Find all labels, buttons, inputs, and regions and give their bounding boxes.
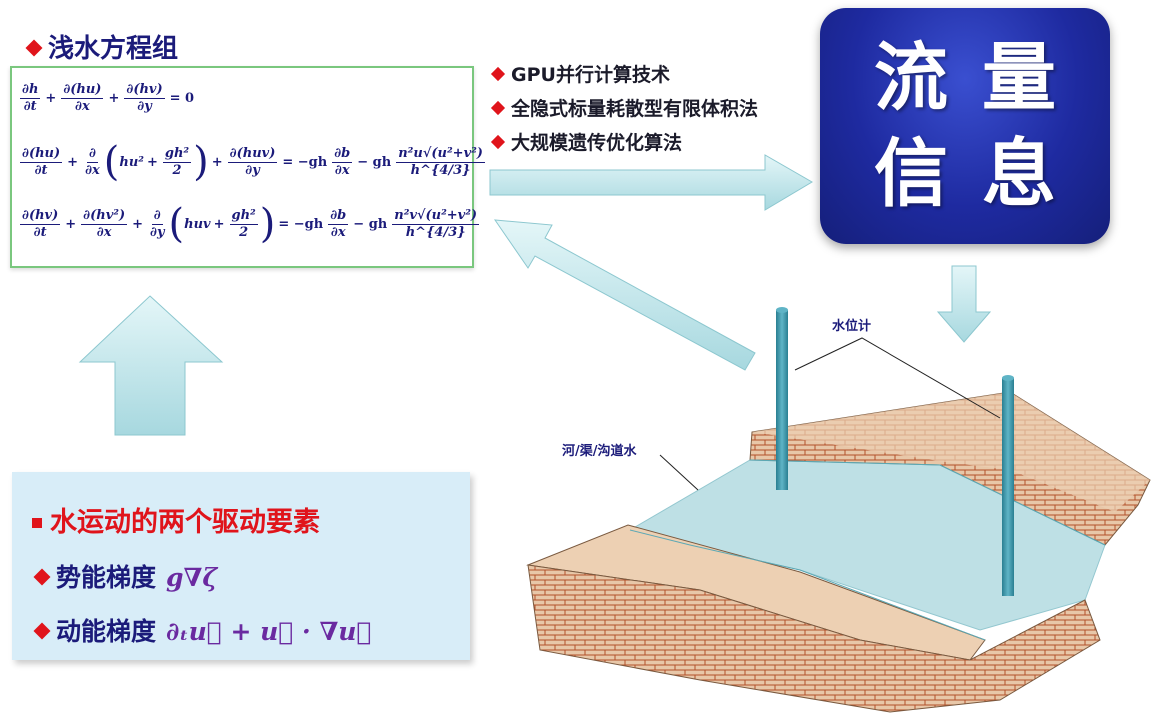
driver-item-formula: ∂ₜu⃗ + u⃗ · ∇u⃗ bbox=[166, 617, 372, 646]
eq-term: n²v√(u²+v²) bbox=[392, 207, 480, 225]
eq-term: ∂(hu) bbox=[20, 145, 63, 163]
square-bullet-icon bbox=[32, 518, 42, 528]
flow-box-line2: 信息 bbox=[874, 131, 1090, 217]
eq-term: huv bbox=[184, 216, 211, 232]
eq-term: ∂(hv) bbox=[20, 207, 61, 225]
eq-term: ∂t bbox=[23, 98, 37, 114]
equation-continuity: ∂h∂t + ∂(hu)∂x + ∂(hv)∂y = 0 bbox=[20, 82, 195, 114]
eq-term: ∂ bbox=[86, 145, 98, 163]
driver-heading-text: 水运动的两个驱动要素 bbox=[50, 507, 320, 538]
eq-term: ∂x bbox=[85, 162, 100, 178]
flow-info-box: 流量 信息 bbox=[820, 8, 1110, 244]
eq-term: ∂y bbox=[150, 224, 165, 240]
eq-term: ∂(hv²) bbox=[81, 207, 128, 225]
eq-term: − gh bbox=[353, 216, 388, 232]
section-title-text: 浅水方程组 bbox=[48, 34, 179, 64]
driver-panel bbox=[12, 472, 470, 660]
eq-term: ∂(hv) bbox=[124, 82, 165, 99]
eq-term: ∂x bbox=[334, 162, 350, 178]
driver-item-formula: g∇ζ bbox=[166, 563, 218, 592]
equation-panel: ∂h∂t + ∂(hu)∂x + ∂(hv)∂y = 0 ∂(hu)∂t + ∂… bbox=[10, 66, 485, 268]
arrow-down-icon bbox=[936, 265, 992, 343]
eq-term: ∂h bbox=[20, 82, 41, 99]
technique-item: 全隐式标量耗散型有限体积法 bbox=[490, 94, 759, 121]
eq-term: h^{4/3} bbox=[405, 224, 466, 240]
driver-item: 动能梯度 ∂ₜu⃗ + u⃗ · ∇u⃗ bbox=[33, 612, 372, 648]
eq-term: = 0 bbox=[169, 90, 195, 106]
eq-term: ∂ bbox=[151, 207, 163, 225]
channel-illustration bbox=[526, 307, 1151, 713]
eq-term: hu² bbox=[119, 154, 144, 170]
eq-term: 2 bbox=[239, 224, 249, 240]
eq-term: ∂t bbox=[34, 162, 48, 178]
technique-label: 大规模遗传优化算法 bbox=[511, 132, 683, 154]
technique-item: 大规模遗传优化算法 bbox=[490, 128, 683, 155]
eq-term: gh² bbox=[162, 145, 192, 163]
eq-term: ∂b bbox=[328, 207, 349, 225]
eq-term: = −gh bbox=[278, 216, 324, 232]
arrow-right-icon bbox=[489, 154, 813, 211]
water-gauge-pole bbox=[776, 310, 788, 490]
eq-term: gh² bbox=[229, 207, 258, 225]
driver-item-label: 动能梯度 bbox=[56, 617, 157, 646]
arrow-return-icon bbox=[493, 219, 756, 371]
driver-item: 势能梯度 g∇ζ bbox=[33, 558, 218, 594]
gauge-label: 水位计 bbox=[832, 319, 872, 334]
eq-term: ∂(hu) bbox=[61, 82, 104, 99]
eq-term: ∂x bbox=[75, 98, 90, 114]
eq-term: ∂x bbox=[96, 224, 112, 240]
channel-label: 河/渠/沟道水 bbox=[562, 444, 637, 459]
eq-term: ∂b bbox=[332, 145, 353, 163]
eq-term: 2 bbox=[172, 162, 182, 178]
section-title: 浅水方程组 bbox=[25, 28, 179, 65]
eq-term: n²u√(u²+v²) bbox=[396, 145, 485, 163]
eq-term: ∂(huv) bbox=[227, 145, 278, 163]
technique-label: GPU并行计算技术 bbox=[511, 64, 670, 86]
water-gauge-pole bbox=[1002, 378, 1014, 596]
eq-term: ∂y bbox=[245, 162, 260, 178]
eq-term: − gh bbox=[357, 154, 392, 170]
eq-term: h^{4/3} bbox=[410, 162, 471, 178]
driver-item-label: 势能梯度 bbox=[56, 563, 157, 592]
eq-term: ∂x bbox=[330, 224, 346, 240]
eq-term: ∂t bbox=[33, 224, 47, 240]
technique-item: GPU并行计算技术 bbox=[490, 60, 670, 87]
eq-term: ∂y bbox=[137, 98, 152, 114]
diamond-bullet-icon bbox=[33, 568, 51, 586]
arrow-up-icon bbox=[78, 295, 224, 436]
diamond-bullet-icon bbox=[33, 622, 51, 640]
flow-box-line1: 流量 bbox=[874, 34, 1090, 121]
eq-term: = −gh bbox=[282, 154, 328, 170]
driver-heading: 水运动的两个驱动要素 bbox=[32, 500, 320, 539]
technique-label: 全隐式标量耗散型有限体积法 bbox=[511, 98, 759, 120]
